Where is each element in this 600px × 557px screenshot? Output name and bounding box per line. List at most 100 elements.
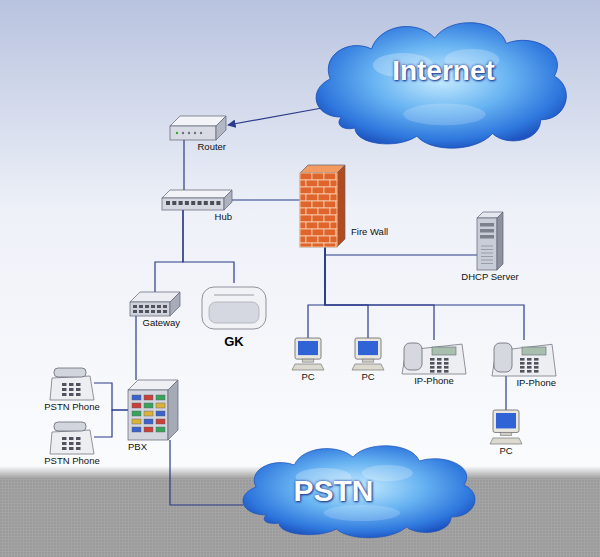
icon-part bbox=[156, 403, 165, 408]
cloud-label: PSTN bbox=[293, 474, 373, 507]
gk-icon bbox=[200, 283, 268, 333]
icon-part bbox=[198, 201, 202, 205]
icon-part bbox=[527, 362, 532, 365]
icon-part bbox=[302, 359, 314, 362]
gateway-device: Gateway bbox=[130, 292, 180, 329]
network-link bbox=[183, 210, 234, 283]
icon-part bbox=[362, 359, 374, 362]
icon-part bbox=[144, 419, 153, 424]
pc-device: PC bbox=[352, 338, 384, 383]
icon-part bbox=[144, 427, 153, 432]
icon-part bbox=[336, 215, 337, 222]
icon-part bbox=[162, 198, 224, 210]
cloud-highlight bbox=[324, 505, 401, 521]
router-device: Router bbox=[170, 116, 226, 153]
icon-part bbox=[324, 201, 336, 208]
icon-part bbox=[300, 229, 312, 236]
icon-part bbox=[336, 229, 337, 236]
pc-icon bbox=[352, 338, 384, 370]
dhcp-server: DHCP Server bbox=[461, 212, 518, 283]
pstn-phone: PSTN Phone bbox=[44, 420, 99, 467]
pc-device: PC bbox=[292, 338, 324, 383]
icon-part bbox=[69, 383, 74, 386]
icon-part bbox=[355, 338, 381, 359]
network-link bbox=[325, 247, 368, 338]
icon-part bbox=[188, 132, 190, 134]
icon-part bbox=[69, 437, 74, 440]
icon-part bbox=[330, 208, 337, 215]
pstnphone-icon bbox=[50, 420, 94, 454]
icon-part bbox=[500, 432, 512, 435]
icon-part bbox=[306, 194, 318, 201]
icon-part bbox=[312, 229, 324, 236]
icon-part bbox=[430, 358, 435, 361]
icon-part bbox=[300, 201, 312, 208]
icon-part bbox=[534, 366, 539, 369]
device-label: IP-Phone bbox=[516, 378, 556, 389]
device-label: PBX bbox=[128, 442, 147, 453]
icon-part bbox=[306, 236, 318, 243]
icon-part bbox=[534, 362, 539, 365]
icon-part bbox=[324, 243, 336, 247]
icon-part bbox=[62, 388, 67, 391]
icon-part bbox=[481, 253, 493, 254]
icon-part bbox=[430, 362, 435, 365]
icon-part bbox=[318, 194, 330, 201]
icon-part bbox=[162, 190, 232, 198]
icon-part bbox=[62, 447, 67, 450]
icon-part bbox=[168, 380, 178, 440]
icon-part bbox=[216, 116, 226, 140]
device-label: PC bbox=[301, 372, 314, 383]
icon-part bbox=[300, 173, 312, 180]
icon-part bbox=[210, 201, 214, 205]
icon-part bbox=[430, 366, 435, 369]
icon-part bbox=[157, 305, 161, 308]
icon-part bbox=[527, 370, 532, 373]
internet-cloud: Internet bbox=[300, 8, 575, 158]
network-link bbox=[155, 210, 183, 292]
icon-part bbox=[132, 427, 141, 432]
icon-part bbox=[336, 173, 337, 180]
icon-part bbox=[444, 362, 449, 365]
icon-part bbox=[132, 411, 141, 416]
icon-part bbox=[69, 393, 74, 396]
icon-part bbox=[444, 358, 449, 361]
icon-part bbox=[202, 287, 266, 329]
icon-part bbox=[176, 132, 178, 134]
icon-part bbox=[324, 187, 336, 194]
icon-part bbox=[130, 302, 170, 316]
hub-device: Hub bbox=[162, 190, 232, 223]
icon-part bbox=[493, 410, 519, 432]
icon-part bbox=[204, 201, 208, 205]
icon-part bbox=[497, 212, 503, 270]
icon-part bbox=[145, 305, 149, 308]
icon-part bbox=[76, 447, 81, 450]
network-link bbox=[170, 440, 243, 505]
icon-part bbox=[133, 305, 137, 308]
cloud-shape bbox=[243, 446, 475, 538]
icon-part bbox=[481, 256, 493, 257]
icon-part bbox=[76, 437, 81, 440]
ipphone-icon bbox=[402, 340, 466, 374]
network-link bbox=[183, 140, 184, 190]
icon-part bbox=[133, 310, 137, 313]
icon-part bbox=[312, 243, 324, 247]
icon-part bbox=[62, 383, 67, 386]
icon-part bbox=[132, 419, 141, 424]
icon-part bbox=[132, 395, 141, 400]
icon-part bbox=[480, 229, 494, 233]
icon-part bbox=[139, 310, 143, 313]
device-label: DHCP Server bbox=[461, 272, 518, 283]
icon-part bbox=[336, 187, 337, 194]
network-link bbox=[308, 247, 325, 338]
icon-part bbox=[430, 370, 435, 373]
firewall-icon bbox=[300, 165, 345, 247]
icon-part bbox=[170, 292, 180, 316]
cloud-highlight bbox=[403, 103, 486, 125]
icon-part bbox=[128, 390, 168, 440]
icon-part bbox=[481, 249, 493, 250]
icon-part bbox=[437, 362, 442, 365]
icon-part bbox=[172, 201, 176, 205]
device-label: PSTN Phone bbox=[44, 402, 99, 413]
icon-part bbox=[312, 201, 324, 208]
